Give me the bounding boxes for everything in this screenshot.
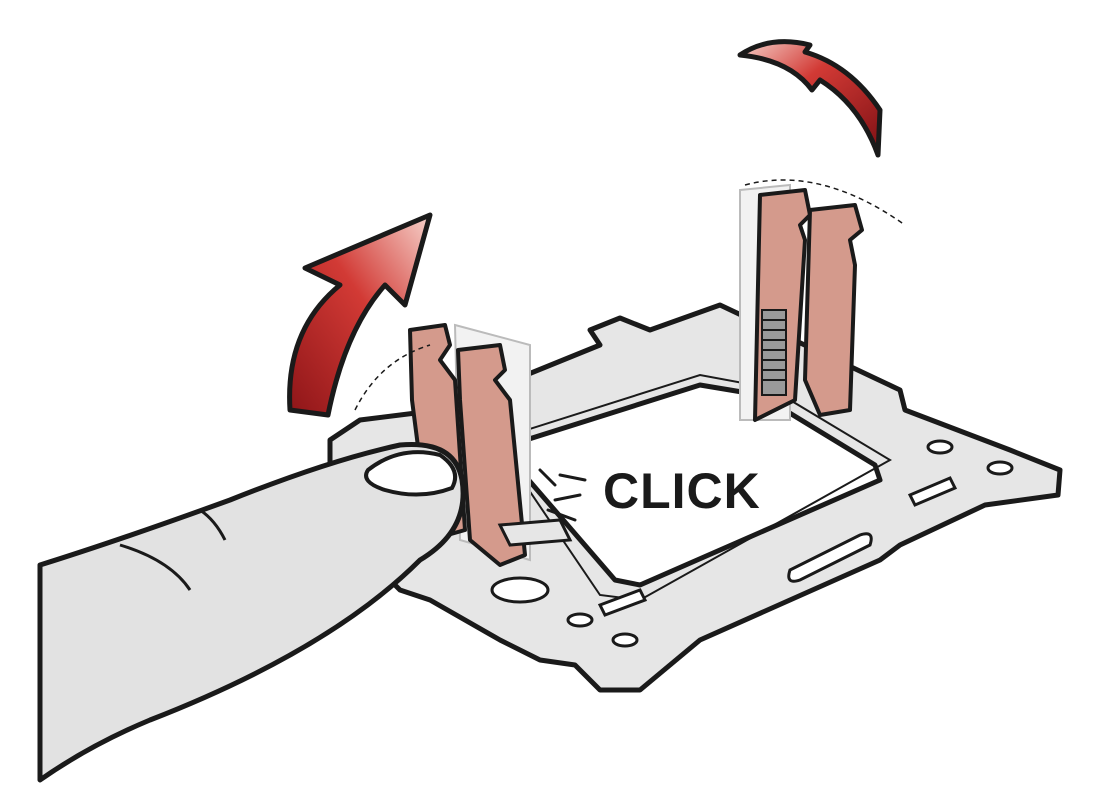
click-label: CLICK bbox=[603, 463, 761, 519]
rotate-up-arrow-icon bbox=[287, 212, 433, 418]
finger bbox=[37, 441, 466, 783]
right-clip bbox=[739, 179, 906, 422]
rotate-arrow-icon bbox=[737, 39, 883, 158]
